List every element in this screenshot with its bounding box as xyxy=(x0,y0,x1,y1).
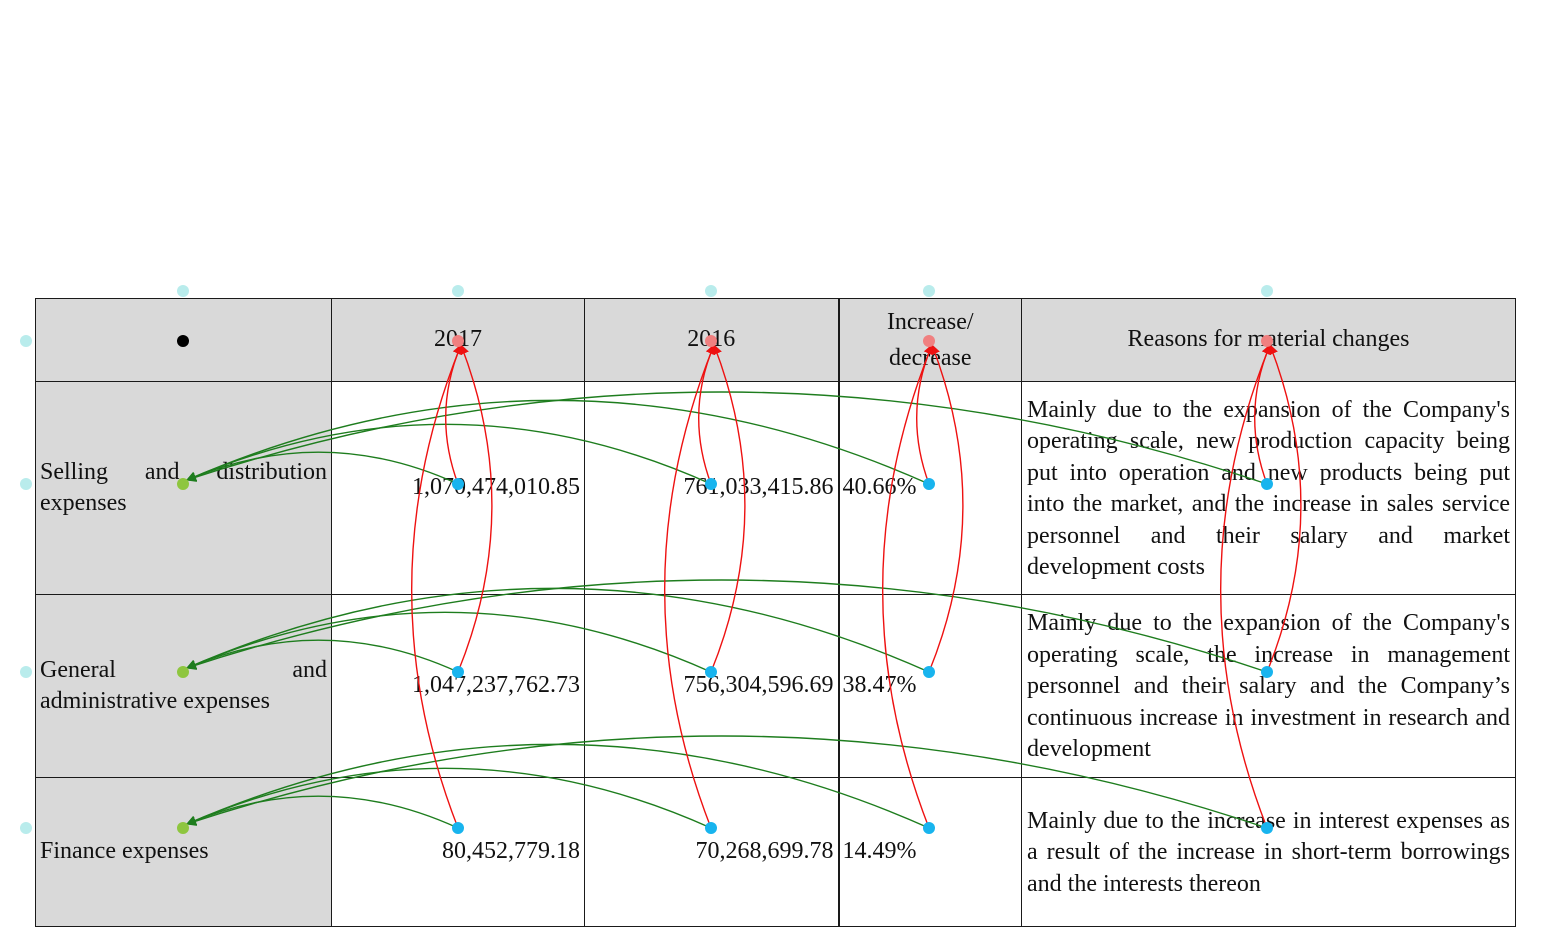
row-anchor-dot xyxy=(20,822,32,834)
expenses-table: 2017 2016 Increase/ decrease Reasons for… xyxy=(35,298,1516,927)
row-label-line2: expenses xyxy=(40,490,127,516)
row-anchor-dot xyxy=(20,478,32,490)
expenses-table-container: 2017 2016 Increase/ decrease Reasons for… xyxy=(35,298,1516,927)
cell-reason-general-admin: Mainly due to the expansion of the Compa… xyxy=(1021,594,1516,778)
header-increase-decrease: Increase/ decrease xyxy=(837,298,1022,382)
row-label-line1: Selling and distribution xyxy=(40,458,327,485)
row-anchor-dot xyxy=(20,666,32,678)
column-anchor-dot xyxy=(923,285,935,297)
cell-reason-selling: Mainly due to the expansion of the Compa… xyxy=(1021,381,1516,595)
cell-change-selling: 40.66% xyxy=(837,381,1022,595)
table-row: Selling and distribution expenses 1,070,… xyxy=(35,381,1516,595)
row-label-line2: administrative expenses xyxy=(40,688,270,714)
cell-2016-finance: 70,268,699.78 xyxy=(584,777,839,927)
column-anchor-dot xyxy=(1261,285,1273,297)
cell-reason-finance: Mainly due to the increase in interest e… xyxy=(1021,777,1516,927)
column-anchor-dot xyxy=(452,285,464,297)
row-label-finance: Finance expenses xyxy=(35,777,332,927)
row-anchor-dot xyxy=(20,335,32,347)
cell-2016-general-admin: 756,304,596.69 xyxy=(584,594,839,778)
cell-2017-general-admin: 1,047,237,762.73 xyxy=(331,594,585,778)
table-row: Finance expenses 80,452,779.18 70,268,69… xyxy=(35,777,1516,927)
cell-2017-selling: 1,070,474,010.85 xyxy=(331,381,585,595)
cell-2016-selling: 761,033,415.86 xyxy=(584,381,839,595)
cell-change-finance: 14.49% xyxy=(837,777,1022,927)
cell-change-general-admin: 38.47% xyxy=(837,594,1022,778)
header-increase-line1: Increase/ xyxy=(886,309,974,335)
header-2016: 2016 xyxy=(584,298,839,382)
row-label-line1: General and xyxy=(40,656,327,683)
table-row: General and administrative expenses 1,04… xyxy=(35,594,1516,778)
header-increase-line2: decrease xyxy=(888,345,972,371)
column-anchor-dot xyxy=(177,285,189,297)
header-reasons: Reasons for material changes xyxy=(1021,298,1516,382)
header-corner-cell xyxy=(35,298,332,382)
header-row: 2017 2016 Increase/ decrease Reasons for… xyxy=(35,298,1516,382)
header-2017: 2017 xyxy=(331,298,585,382)
row-label-selling: Selling and distribution expenses xyxy=(35,381,332,595)
row-label-general-admin: General and administrative expenses xyxy=(35,594,332,778)
column-anchor-dot xyxy=(705,285,717,297)
row-label-line1: Finance expenses xyxy=(40,838,209,865)
cell-2017-finance: 80,452,779.18 xyxy=(331,777,585,927)
